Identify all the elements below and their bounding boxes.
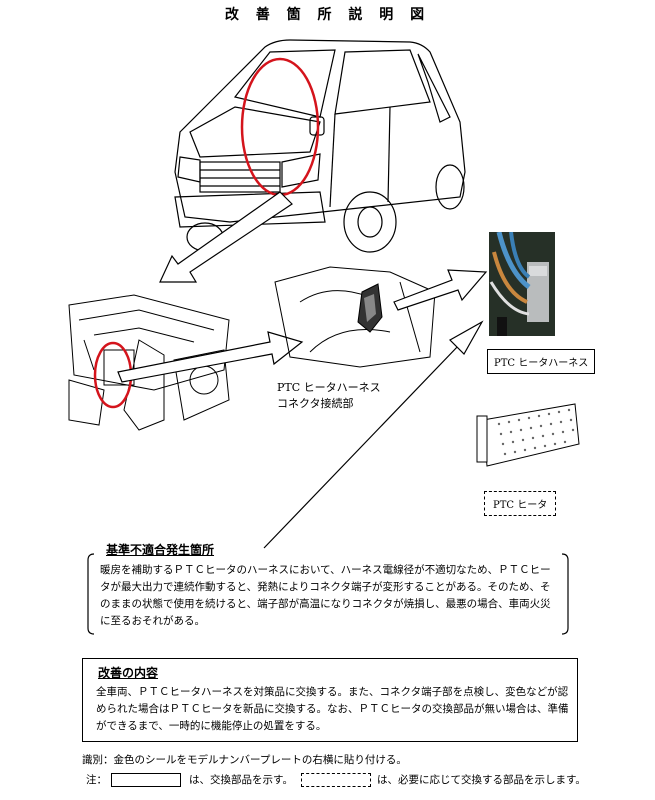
arrow-dashboard-to-connector <box>117 331 304 383</box>
dashboard-illustration <box>68 294 230 431</box>
fix-text: 全車両、ＰＴＣヒータハーネスを対策品に交換する。また、コネクタ端子部を点検し、変… <box>96 686 569 732</box>
harness-photo <box>489 232 555 336</box>
legend-dashed-text: は、必要に応じて交換する部品を示します。 <box>376 774 586 786</box>
arrow-connector-to-photo <box>393 269 488 311</box>
connector-caption-line2: コネクタ接続部 <box>277 397 354 410</box>
connector-illustration <box>274 266 436 368</box>
cause-bracket <box>87 553 569 635</box>
fix-box <box>82 658 578 742</box>
connector-caption-line1: PTC ヒータハーネス <box>277 381 381 394</box>
van-illustration <box>174 39 466 253</box>
harness-label-box: PTC ヒータハーネス <box>487 349 596 374</box>
legend-solid-text: は、交換部品を示す。 <box>189 774 293 786</box>
legend-row: 注： は、交換部品を示す。 は、必要に応じて交換する部品を示します。 <box>86 772 586 787</box>
heater-label-box: PTC ヒータ <box>484 491 557 516</box>
legend-prefix: 注： <box>86 774 107 786</box>
identification-note: 識別：金色のシールをモデルナンバープレートの右横に貼り付ける。 <box>82 754 407 766</box>
leader-cause-to-harness <box>263 320 484 549</box>
ptc-heater-illustration <box>476 403 580 467</box>
arrow-van-to-dashboard <box>159 191 293 283</box>
fix-heading: 改善の内容 <box>98 666 159 680</box>
legend-solid-box <box>111 773 181 787</box>
cause-text: 暖房を補助するＰＴＣヒータのハーネスにおいて、ハーネス電線径が不適切なため、ＰＴ… <box>100 564 551 627</box>
cause-heading: 基準不適合発生箇所 <box>106 543 215 557</box>
legend-dashed-box <box>300 773 371 787</box>
document-title: 改 善 箇 所 説 明 図 <box>224 7 431 23</box>
